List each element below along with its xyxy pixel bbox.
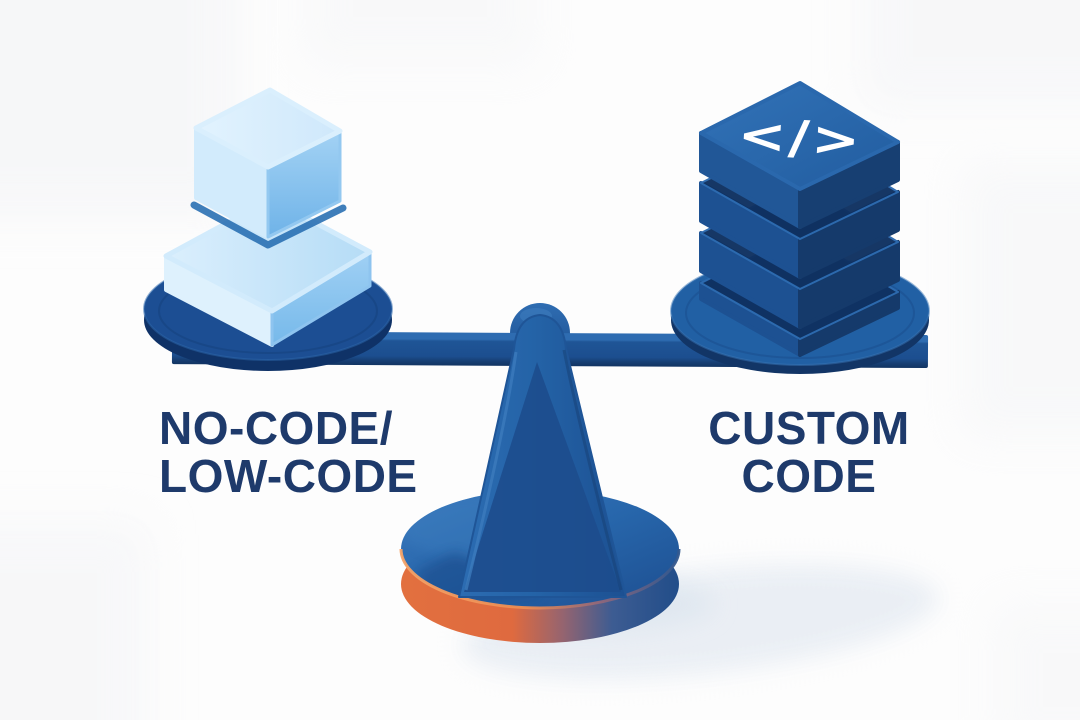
right-label-line2: CODE bbox=[741, 450, 877, 502]
custom-code-stack: </> bbox=[699, 81, 900, 357]
big-block bbox=[163, 196, 373, 347]
right-label: CUSTOM CODE bbox=[700, 404, 918, 500]
stack-layer-1 bbox=[699, 81, 900, 229]
small-block bbox=[193, 87, 343, 239]
code-icon: </> bbox=[736, 108, 863, 168]
left-label: NO-CODE/ LOW-CODE bbox=[159, 404, 418, 500]
right-label-line1: CUSTOM bbox=[708, 402, 910, 454]
fulcrum bbox=[458, 314, 627, 598]
left-label-line2: LOW-CODE bbox=[159, 450, 418, 502]
block-seam bbox=[190, 201, 347, 249]
no-code-blocks bbox=[163, 87, 373, 347]
left-label-line1: NO-CODE/ bbox=[159, 402, 393, 454]
orange-rim bbox=[399, 548, 681, 610]
